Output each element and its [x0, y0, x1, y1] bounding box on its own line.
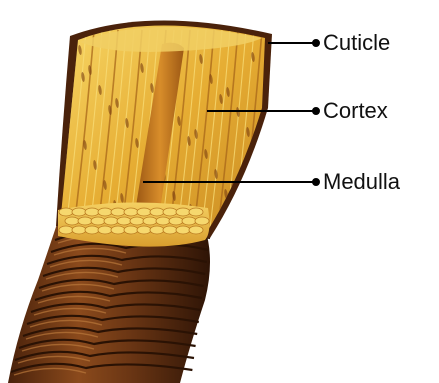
cortex-cell: [163, 208, 177, 216]
cortex-cell: [124, 208, 138, 216]
cortex-leader-dot: [313, 108, 319, 114]
cortex-cell: [98, 208, 112, 216]
cortex-cell: [150, 208, 164, 216]
cortex-cell: [78, 217, 92, 225]
cortex-cell: [176, 226, 190, 234]
cortex-cell: [98, 226, 112, 234]
cortex-cell: [195, 217, 209, 225]
cortex-cell: [169, 217, 183, 225]
cortex-cell: [104, 217, 118, 225]
cortex-cell: [91, 217, 105, 225]
cortex-cell: [137, 208, 151, 216]
cortex-cell: [176, 208, 190, 216]
cortex-cell: [124, 226, 138, 234]
cuticle-leader-dot: [313, 40, 319, 46]
cortex-cell: [189, 226, 203, 234]
cortex-cell: [137, 226, 151, 234]
cortex-cell: [111, 208, 125, 216]
cortex-cell: [163, 226, 177, 234]
cuticle-label: Cuticle: [323, 32, 390, 54]
cortex-cell: [85, 226, 99, 234]
cortex-cell: [59, 208, 73, 216]
medulla-label: Medulla: [323, 171, 400, 193]
cortex-cell: [117, 217, 131, 225]
cortex-pigment-granule: [241, 202, 246, 212]
cortex-cell: [150, 226, 164, 234]
cortex-cell: [111, 226, 125, 234]
cortex-cell: [85, 208, 99, 216]
medulla-leader-dot: [313, 179, 319, 185]
cortex-pigment-granule: [256, 147, 261, 157]
cortex-cell: [130, 217, 144, 225]
cross-section-cells: [59, 208, 209, 234]
cortex-cell: [65, 217, 79, 225]
cortex-cell: [72, 208, 86, 216]
cortex-cell: [189, 208, 203, 216]
cortex-cell: [143, 217, 157, 225]
cortex-label: Cortex: [323, 100, 388, 122]
cortex-cell: [156, 217, 170, 225]
cortex-cell: [72, 226, 86, 234]
cortex-cell: [182, 217, 196, 225]
cortex-cell: [59, 226, 73, 234]
